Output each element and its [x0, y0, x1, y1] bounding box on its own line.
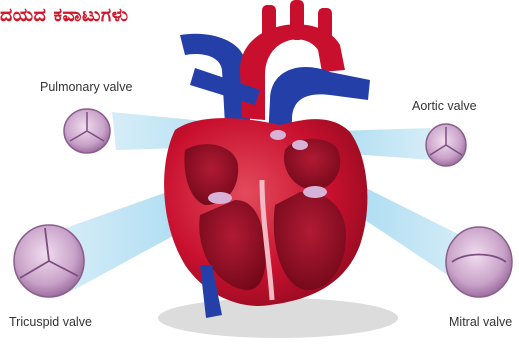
- page-title: ದಯದ ಕವಾಟುಗಳು: [0, 4, 129, 26]
- aorta-branch-2: [290, 0, 304, 40]
- aorta-branch-3: [318, 8, 332, 48]
- internal-tricuspid: [208, 192, 232, 204]
- tricuspid-valve-icon: [14, 225, 84, 297]
- mitral-valve-label: Mitral valve: [449, 315, 512, 329]
- aortic-valve-icon: [426, 124, 466, 166]
- floor-shadow: [158, 298, 398, 338]
- aorta-branch-1: [262, 5, 276, 45]
- internal-aortic: [292, 140, 308, 150]
- internal-pulmonary: [270, 130, 286, 140]
- mitral-valve-icon: [446, 227, 512, 297]
- aortic-valve-label: Aortic valve: [412, 99, 477, 113]
- pulmonary-valve-label: Pulmonary valve: [40, 80, 132, 94]
- tricuspid-valve-label: Tricuspid valve: [9, 315, 92, 329]
- pulmonary-valve-icon: [64, 109, 110, 153]
- internal-mitral: [303, 186, 327, 198]
